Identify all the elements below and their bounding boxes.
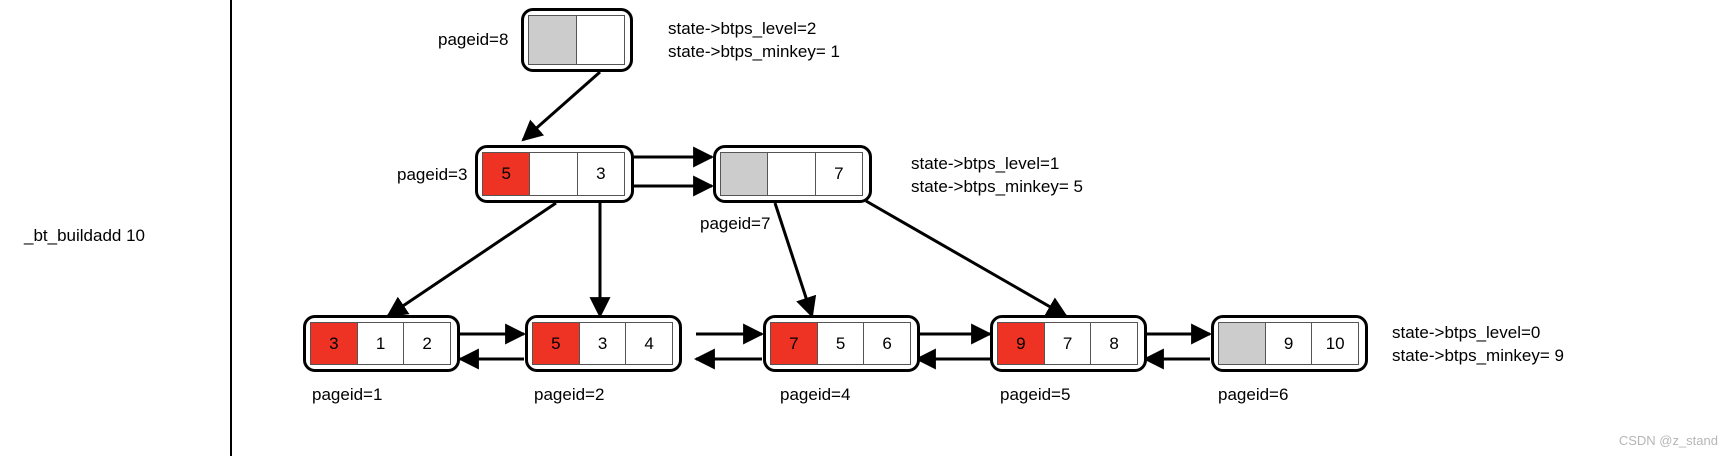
annotation-level2-line1: state->btps_level=2: [668, 19, 817, 38]
node-cell[interactable]: 3: [310, 322, 358, 365]
pageid-label-page4: pageid=4: [780, 385, 851, 404]
node-cell[interactable]: [1218, 322, 1266, 365]
pageid-label-page2: pageid=2: [534, 385, 605, 404]
annotation-level0: state->btps_level=0 state->btps_minkey= …: [1392, 322, 1564, 368]
node-cell[interactable]: [720, 152, 769, 196]
btree-node-page6[interactable]: 9 10: [1211, 315, 1368, 372]
annotation-level2-line2: state->btps_minkey= 1: [668, 41, 840, 61]
node-cell[interactable]: 4: [625, 322, 673, 365]
btree-node-page7[interactable]: 7: [713, 145, 872, 203]
annotation-level1-line1: state->btps_level=1: [911, 154, 1060, 173]
btree-node-page5[interactable]: 9 7 8: [990, 315, 1147, 372]
node-cell[interactable]: 9: [997, 322, 1045, 365]
node-cell[interactable]: [576, 15, 625, 65]
node-cell[interactable]: 1: [356, 322, 405, 365]
annotation-level2: state->btps_level=2 state->btps_minkey= …: [668, 18, 840, 64]
node-cell[interactable]: 7: [770, 322, 818, 365]
function-name-label: _bt_buildadd 10: [24, 226, 146, 245]
vertical-divider: [230, 0, 232, 456]
pageid-label-page7: pageid=7: [700, 214, 771, 233]
pageid-label-page8: pageid=8: [438, 30, 509, 49]
node-cell[interactable]: 7: [814, 152, 863, 196]
node-cell[interactable]: [767, 152, 816, 196]
pageid-label-page1: pageid=1: [312, 385, 383, 404]
node-cell[interactable]: 7: [1043, 322, 1092, 365]
annotation-level0-line1: state->btps_level=0: [1392, 323, 1541, 342]
node-cell[interactable]: 3: [576, 152, 625, 196]
watermark-label: CSDN @z_stand: [1618, 433, 1718, 448]
annotation-level1-line2: state->btps_minkey= 5: [911, 176, 1083, 196]
node-cell[interactable]: [529, 152, 578, 196]
annotation-level1: state->btps_level=1 state->btps_minkey= …: [911, 153, 1083, 199]
pageid-label-page6: pageid=6: [1218, 385, 1289, 404]
node-cell[interactable]: 10: [1311, 322, 1359, 365]
node-cell[interactable]: 5: [482, 152, 531, 196]
node-cell[interactable]: [528, 15, 577, 65]
node-cell[interactable]: 5: [532, 322, 580, 365]
btree-node-page2[interactable]: 5 3 4: [525, 315, 682, 372]
pageid-label-page3: pageid=3: [397, 165, 468, 184]
btree-node-page4[interactable]: 7 5 6: [763, 315, 920, 372]
btree-node-page3[interactable]: 5 3: [475, 145, 634, 203]
node-cell[interactable]: 2: [403, 322, 451, 365]
annotation-level0-line2: state->btps_minkey= 9: [1392, 345, 1564, 365]
node-cell[interactable]: 3: [578, 322, 627, 365]
node-cell[interactable]: 5: [816, 322, 865, 365]
node-cell[interactable]: 8: [1090, 322, 1138, 365]
btree-node-page1[interactable]: 3 1 2: [303, 315, 460, 372]
node-cell[interactable]: 9: [1264, 322, 1313, 365]
btree-node-page8[interactable]: [521, 8, 633, 72]
pageid-label-page5: pageid=5: [1000, 385, 1071, 404]
node-cell[interactable]: 6: [863, 322, 911, 365]
